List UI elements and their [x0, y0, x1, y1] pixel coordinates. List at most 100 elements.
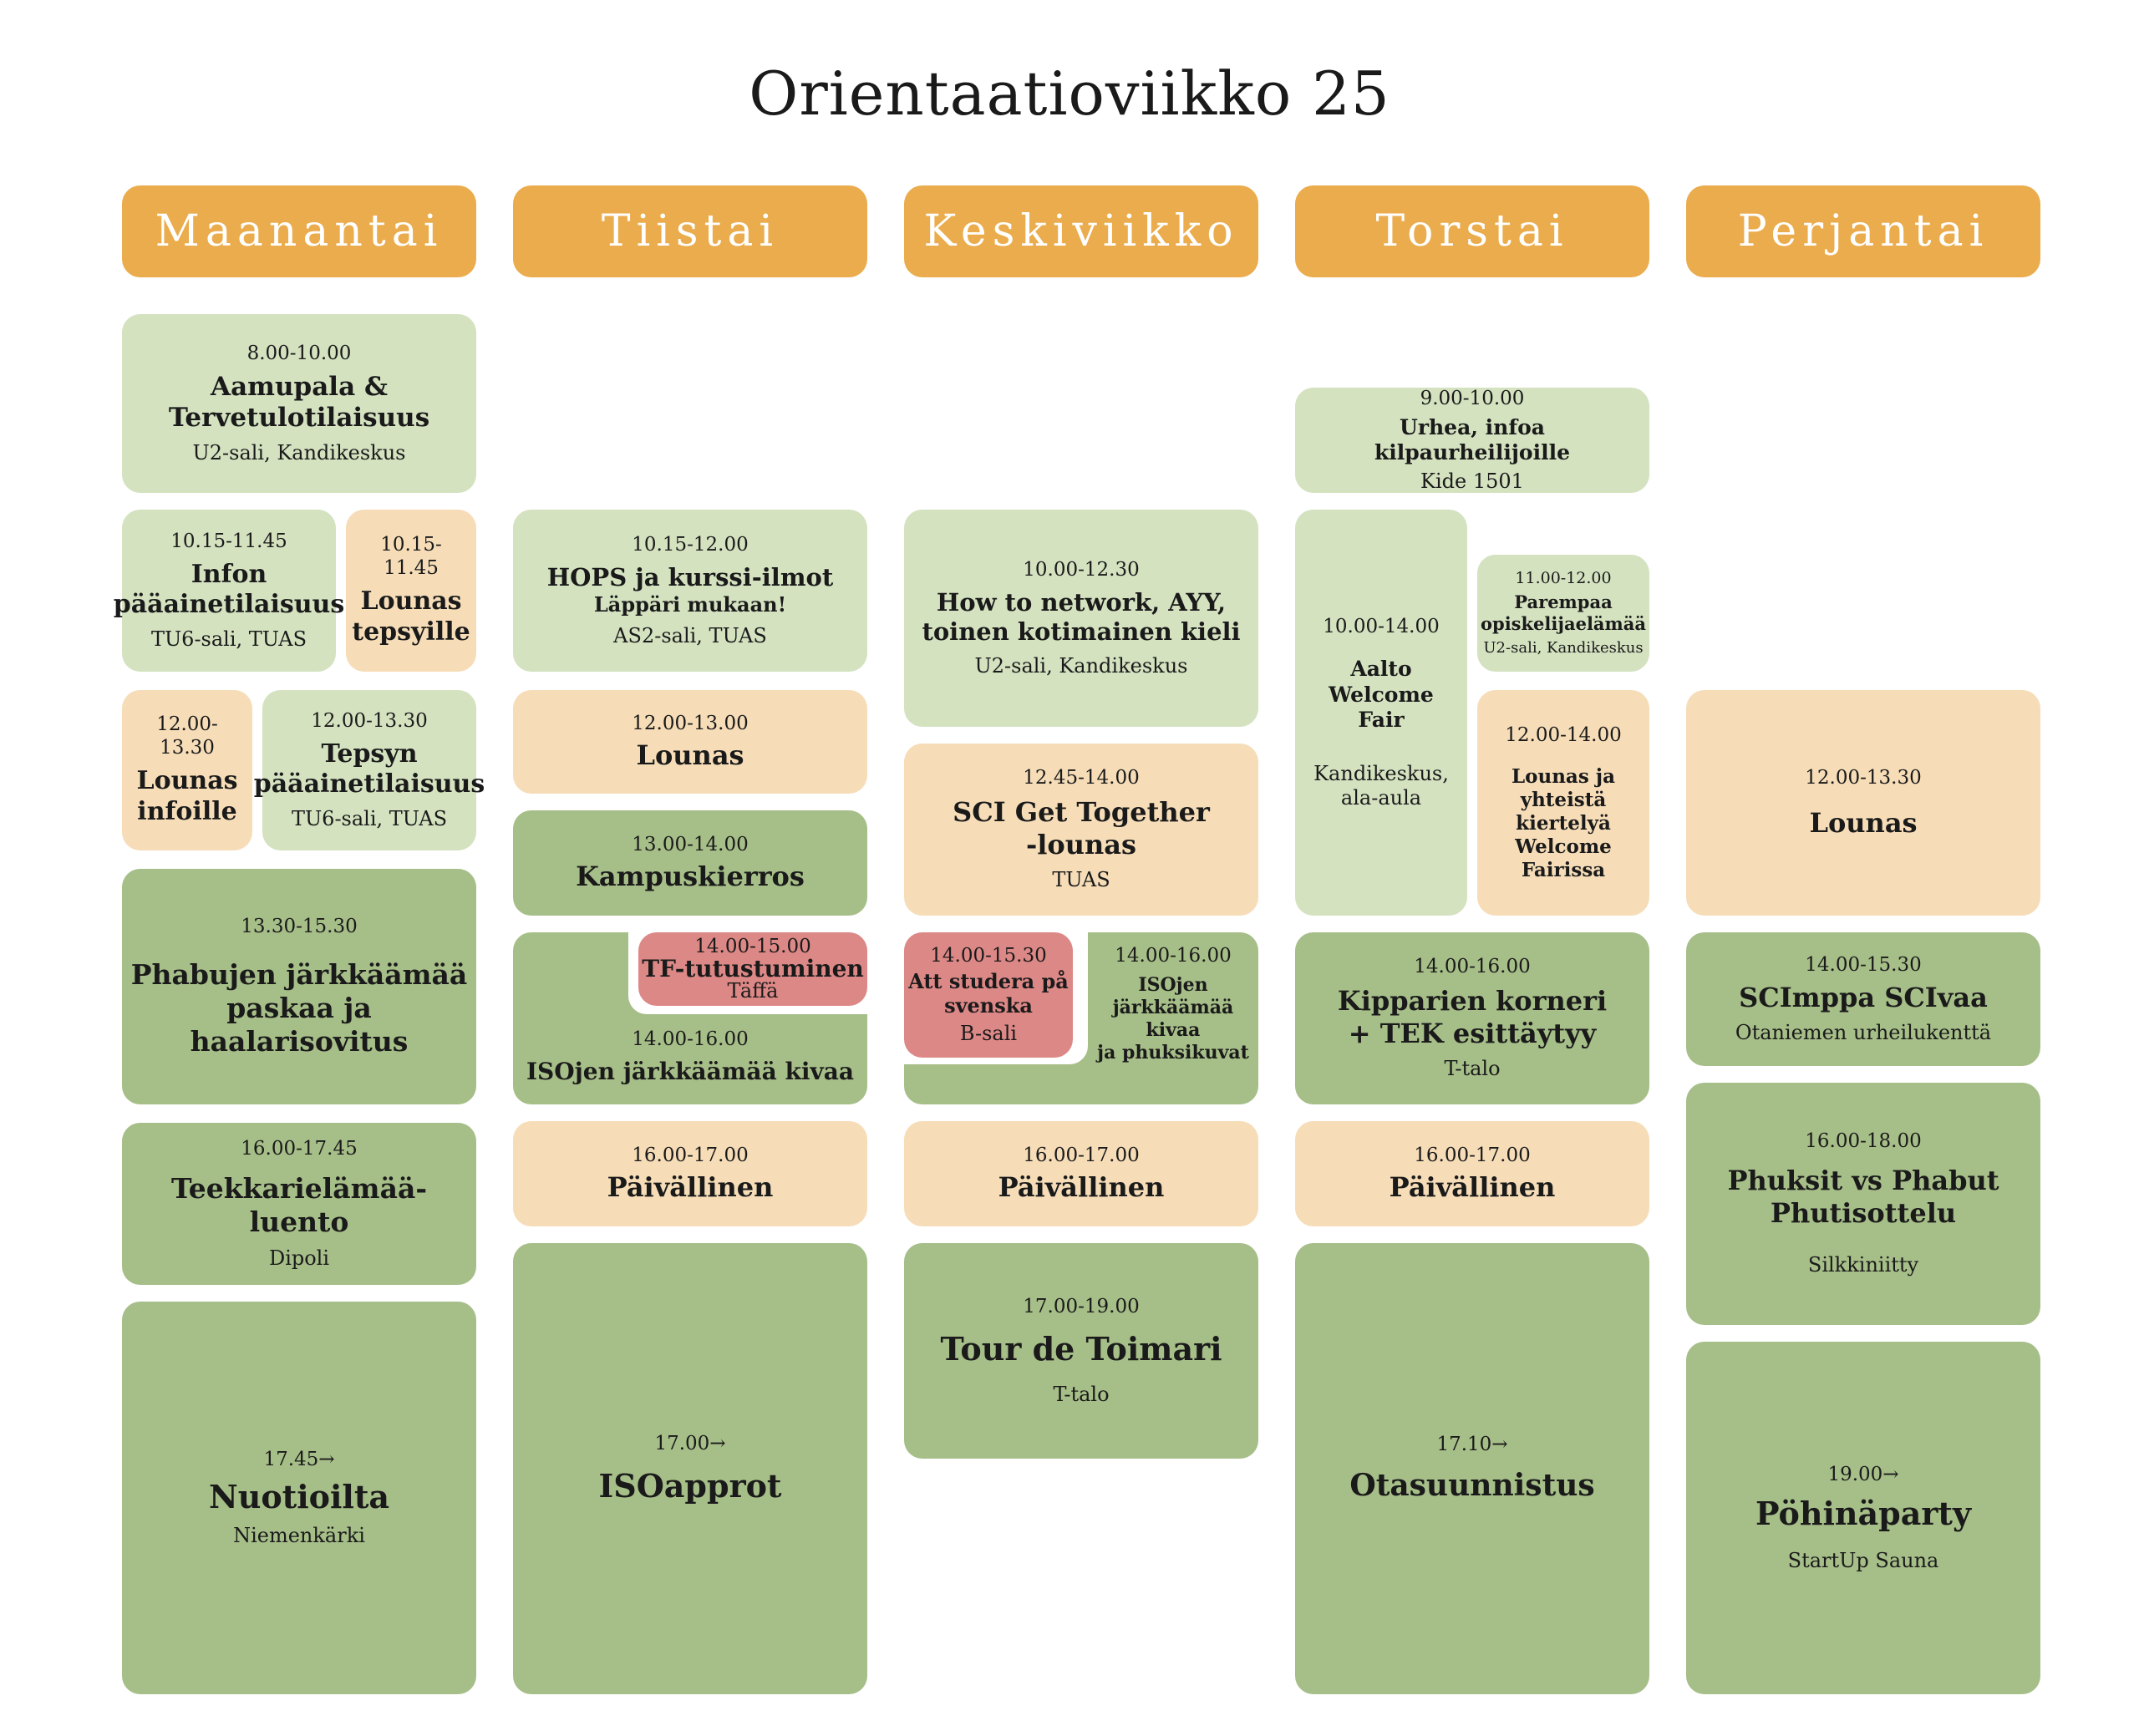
event-name: Pöhinäparty	[1755, 1495, 1972, 1533]
event-time: 14.00-15.00	[694, 935, 811, 957]
event-name: ISOapprot	[598, 1466, 782, 1505]
event-card: 16.00-17.00 Päivällinen	[513, 1121, 867, 1226]
event-location: Otaniemen urheilukenttä	[1735, 1020, 1992, 1044]
event-card: 10.15-12.00 HOPS ja kurssi-ilmot Läppäri…	[513, 510, 867, 672]
event-location: Kandikeskus, ala-aula	[1313, 761, 1449, 810]
event-time: 12.00-13.00	[632, 713, 749, 735]
event-location: T-talo	[1053, 1382, 1110, 1406]
event-body: 14.00-16.00 ISOjen järkkäämää kivaa ja p…	[1088, 937, 1258, 1071]
event-card: 13.00-14.00 Kampuskierros	[513, 810, 867, 916]
event-name: HOPS ja kurssi-ilmot	[546, 563, 834, 592]
event-card: 12.45-14.00 SCI Get Together -lounas TUA…	[904, 744, 1258, 916]
event-location: TUAS	[1052, 868, 1110, 892]
event-name: Tour de Toimari	[940, 1330, 1222, 1368]
event-location: U2-sali, Kandikeskus	[192, 441, 406, 465]
event-card: 14.00-16.00 Kipparien korneri + TEK esit…	[1295, 932, 1649, 1104]
event-name: Lounas	[636, 739, 744, 771]
event-card: 17.00→ ISOapprot	[513, 1243, 867, 1694]
page-title: Orientaatioviikko 25	[749, 58, 1390, 129]
event-name: Päivällinen	[998, 1170, 1165, 1203]
event-time: 19.00→	[1827, 1464, 1899, 1486]
event-time: 12.00-13.30	[311, 709, 428, 732]
event-name: Phabujen järkkäämää paskaa ja haalarisov…	[130, 957, 468, 1058]
event-name: Lounas infoille	[136, 766, 238, 827]
day-header-tuesday: Tiistai	[513, 185, 867, 277]
event-card: 10.00-14.00 Aalto Welcome Fair Kandikesk…	[1295, 510, 1467, 916]
event-name: SCImppa SCIvaa	[1739, 981, 1988, 1013]
event-name: Päivällinen	[607, 1170, 774, 1203]
event-name: How to network, AYY, toinen kotimainen k…	[922, 588, 1241, 647]
event-location: U2-sali, Kandikeskus	[1483, 639, 1644, 657]
event-card: 10.00-12.30 How to network, AYY, toinen …	[904, 510, 1258, 727]
day-header-wednesday: Keskiviikko	[904, 185, 1258, 277]
event-time: 16.00-17.45	[241, 1138, 358, 1160]
event-name: TF-tutustuminen	[642, 954, 864, 982]
event-time: 13.00-14.00	[632, 834, 749, 856]
event-time: 17.10→	[1436, 1434, 1508, 1456]
event-location: AS2-sali, TUAS	[613, 623, 767, 647]
event-card: 10.15-11.45 Lounas tepsyille	[346, 510, 476, 672]
event-time: 14.00-16.00	[1115, 945, 1232, 967]
event-location: StartUp Sauna	[1787, 1548, 1939, 1572]
event-name: Nuotioilta	[208, 1478, 390, 1516]
event-card: 10.15-11.45 Infon pääainetilaisuus TU6-s…	[114, 510, 344, 672]
event-time: 9.00-10.00	[1420, 387, 1525, 409]
event-name: Lounas ja yhteistä kiertelyä Welcome Fai…	[1511, 764, 1616, 882]
event-card: 13.30-15.30 Phabujen järkkäämää paskaa j…	[122, 869, 476, 1104]
event-card: 17.45→ Nuotioilta Niemenkärki	[122, 1302, 476, 1694]
event-time: 11.00-12.00	[1515, 568, 1612, 587]
event-time: 16.00-18.00	[1805, 1130, 1922, 1153]
event-card: 19.00→ Pöhinäparty StartUp Sauna	[1686, 1342, 2040, 1694]
event-name: Lounas	[1809, 806, 1918, 839]
event-name: Aalto Welcome Fair	[1329, 657, 1434, 732]
event-card: 9.00-10.00 Urhea, infoa kilpaurheilijoil…	[1295, 388, 1649, 493]
event-card: 12.00-13.30 Lounas infoille	[122, 690, 252, 850]
event-name: ISOjen järkkäämää kivaa	[526, 1057, 855, 1085]
event-name: Teekkarielämää-luento	[170, 1172, 428, 1239]
event-note: Läppäri mukaan!	[593, 592, 787, 617]
event-time: 10.15-12.00	[632, 534, 749, 556]
event-name: Aamupala & Tervetulotilaisuus	[168, 371, 430, 434]
event-name: Kipparien korneri + TEK esittäytyy	[1337, 985, 1608, 1050]
event-name: Otasuunnistus	[1349, 1468, 1595, 1504]
event-time: 16.00-17.00	[1414, 1145, 1531, 1167]
event-card: 8.00-10.00 Aamupala & Tervetulotilaisuus…	[122, 314, 476, 493]
event-location: B-sali	[959, 1021, 1018, 1045]
event-time: 17.00→	[654, 1432, 726, 1454]
day-header-friday: Perjantai	[1686, 185, 2040, 277]
event-location: Silkkiniitty	[1807, 1253, 1919, 1277]
event-name: ISOjen järkkäämää kivaa ja phuksikuvat	[1097, 974, 1249, 1063]
event-card: 16.00-17.45 Teekkarielämää-luento Dipoli	[122, 1123, 476, 1285]
event-card: 12.00-13.00 Lounas	[513, 690, 867, 794]
event-location: U2-sali, Kandikeskus	[974, 653, 1188, 678]
event-card: 12.00-13.30 Lounas	[1686, 690, 2040, 916]
day-header-monday: Maanantai	[122, 185, 476, 277]
event-time: 13.30-15.30	[241, 915, 358, 937]
event-time: 14.00-15.30	[930, 945, 1047, 967]
event-card: 12.00-13.30 Tepsyn pääainetilaisuus TU6-…	[254, 690, 485, 850]
event-name: Urhea, infoa kilpaurheilijoille	[1374, 414, 1571, 465]
event-card: 16.00-17.00 Päivällinen	[904, 1121, 1258, 1226]
event-location: TU6-sali, TUAS	[291, 806, 448, 830]
event-card: 14.00-15.00 TF-tutustuminen Täffä	[638, 932, 867, 1006]
event-time: 14.00-16.00	[1414, 956, 1531, 978]
event-card: 17.10→ Otasuunnistus	[1295, 1243, 1649, 1694]
event-name: Tepsyn pääainetilaisuus	[253, 739, 485, 799]
event-location: T-talo	[1444, 1057, 1501, 1081]
event-time: 12.45-14.00	[1023, 767, 1140, 789]
event-time: 12.00-13.30	[1805, 767, 1922, 789]
event-name: Parempaa opiskelijaelämää	[1481, 591, 1646, 634]
event-card: 16.00-18.00 Phuksit vs Phabut Phutisotte…	[1686, 1083, 2040, 1325]
event-name: Phuksit vs Phabut Phutisottelu	[1727, 1165, 1999, 1230]
event-time: 16.00-17.00	[1023, 1145, 1140, 1167]
event-time: 17.45→	[263, 1449, 335, 1471]
event-body: 14.00-16.00 ISOjen järkkäämää kivaa	[513, 1013, 867, 1101]
event-time: 12.00-13.30	[156, 713, 218, 759]
event-name: Päivällinen	[1389, 1170, 1556, 1203]
event-location: Dipoli	[268, 1246, 330, 1270]
day-header-thursday: Torstai	[1295, 185, 1649, 277]
event-time: 17.00-19.00	[1023, 1296, 1140, 1318]
event-name: Infon pääainetilaisuus	[113, 559, 345, 620]
event-time: 10.00-12.30	[1023, 558, 1140, 581]
event-time: 10.00-14.00	[1323, 615, 1440, 637]
